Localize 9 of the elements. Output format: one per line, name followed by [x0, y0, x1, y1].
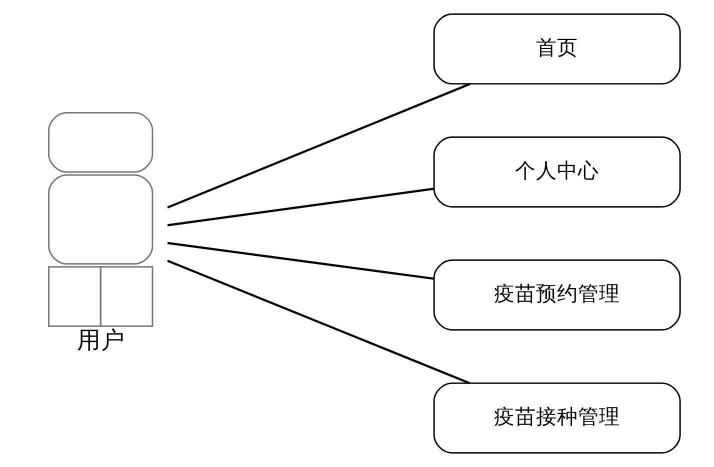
node-label: 用户: [76, 326, 125, 354]
node-box: 疫苗接种管理: [433, 382, 681, 454]
node-box: 个人中心: [433, 136, 681, 208]
connector: [167, 82, 470, 209]
connector: [167, 242, 434, 280]
connector: [167, 188, 434, 226]
connector: [167, 260, 470, 384]
node-box: 首页: [433, 13, 681, 85]
node-box: 疫苗预约管理: [433, 259, 681, 331]
